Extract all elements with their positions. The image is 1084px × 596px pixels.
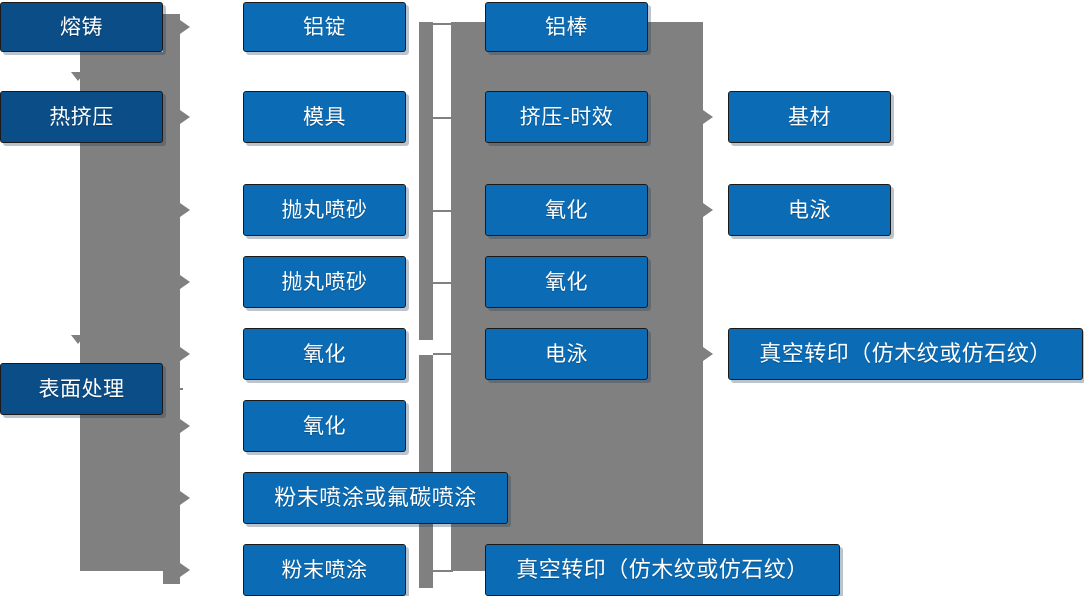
output-node-electrophoresis[interactable]: 电泳 bbox=[728, 184, 891, 236]
tick-input-process-4 bbox=[433, 282, 453, 284]
output-node-vacuum-transfer-printing[interactable]: 真空转印（仿木纹或仿石纹） bbox=[728, 328, 1083, 380]
input-node-shot-blasting-1[interactable]: 抛丸喷砂 bbox=[243, 184, 406, 236]
stage-node-extrusion[interactable]: 热挤压 bbox=[0, 91, 163, 143]
arrow-to-output-1 bbox=[703, 110, 713, 124]
arrow-to-output-3 bbox=[703, 347, 713, 361]
stage-node-melting[interactable]: 熔铸 bbox=[0, 2, 163, 52]
arrow-to-input-2 bbox=[180, 110, 190, 124]
connector-band-stage-top bbox=[163, 14, 180, 52]
tick-input-process-2 bbox=[433, 117, 453, 119]
output-node-base-material[interactable]: 基材 bbox=[728, 91, 891, 143]
tick-input-process-3 bbox=[433, 210, 453, 212]
connector-band-stage-right bbox=[163, 14, 180, 584]
arrow-to-input-4 bbox=[180, 275, 190, 289]
arrow-to-input-3 bbox=[180, 203, 190, 217]
process-node-electrophoresis[interactable]: 电泳 bbox=[485, 328, 648, 380]
process-node-extrusion-aging[interactable]: 挤压-时效 bbox=[485, 91, 648, 143]
process-node-vacuum-transfer-printing[interactable]: 真空转印（仿木纹或仿石纹） bbox=[485, 544, 840, 596]
input-node-mold[interactable]: 模具 bbox=[243, 91, 406, 143]
process-node-oxidation-2[interactable]: 氧化 bbox=[485, 256, 648, 308]
input-node-powder-coating[interactable]: 粉末喷涂 bbox=[243, 544, 406, 596]
input-node-aluminum-ingot[interactable]: 铝锭 bbox=[243, 2, 406, 52]
input-node-oxidation-1[interactable]: 氧化 bbox=[243, 328, 406, 380]
arrow-to-input-8 bbox=[180, 563, 190, 577]
arrow-to-input-1 bbox=[180, 20, 190, 34]
tick-input-process-1 bbox=[433, 23, 453, 25]
input-node-powder-or-fluorocarbon-coating[interactable]: 粉末喷涂或氟碳喷涂 bbox=[243, 472, 508, 524]
arrow-to-input-6 bbox=[180, 419, 190, 433]
stage-down-arrow-1 bbox=[71, 72, 85, 81]
stage-down-arrow-2 bbox=[71, 335, 85, 344]
arrow-to-input-7 bbox=[180, 491, 190, 505]
stage-node-surface-treatment[interactable]: 表面处理 bbox=[0, 363, 163, 415]
stage-3-stub bbox=[163, 388, 183, 390]
connector-bar-input-upper bbox=[419, 22, 433, 340]
process-node-oxidation-1[interactable]: 氧化 bbox=[485, 184, 648, 236]
process-node-aluminum-bar[interactable]: 铝棒 bbox=[485, 2, 648, 52]
tick-input-process-5 bbox=[433, 353, 453, 355]
input-node-oxidation-2[interactable]: 氧化 bbox=[243, 400, 406, 452]
input-node-shot-blasting-2[interactable]: 抛丸喷砂 bbox=[243, 256, 406, 308]
connector-bar-input-lower bbox=[419, 355, 433, 588]
tick-input-process-6 bbox=[433, 570, 453, 572]
arrow-to-output-2 bbox=[703, 203, 713, 217]
arrow-to-input-5 bbox=[180, 347, 190, 361]
